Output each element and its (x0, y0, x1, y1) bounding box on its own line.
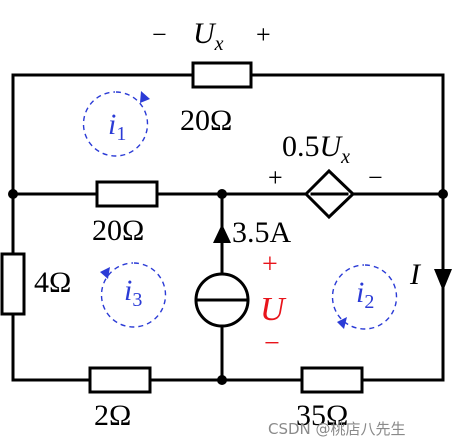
dependent-source-label: 0.5Ux (282, 130, 350, 168)
current-I-label: I (409, 258, 422, 291)
current-I-arrow-icon (434, 269, 452, 291)
current-source-value: 3.5A (232, 216, 292, 249)
resistor-left-label: 4Ω (34, 266, 71, 299)
loop-i2 (331, 264, 398, 330)
resistor-mid-label: 20Ω (92, 214, 144, 247)
loop-i3-label: i3 (124, 274, 142, 311)
loop-i1-label: i1 (108, 108, 126, 145)
dependent-source-plus: + (268, 163, 283, 192)
loop-i2-arrow-icon (337, 317, 347, 329)
wires (11, 73, 445, 382)
resistor-left-4ohm (0, 252, 26, 316)
current-source-arrow-head (213, 224, 231, 243)
ux-label: Ux (193, 17, 224, 55)
loop-i3-arrow-icon (100, 267, 110, 279)
resistor-top-20ohm (191, 61, 253, 89)
u-voltage-label: U (260, 291, 287, 328)
dependent-source-minus: − (368, 163, 383, 192)
resistor-bottom-left-label: 2Ω (94, 399, 131, 432)
loop-i2-label: i2 (356, 276, 374, 313)
loop-i3 (100, 262, 167, 328)
u-plus-sign: + (262, 249, 278, 280)
node-center-mid (217, 189, 227, 199)
resistor-bottom-right-label: 35Ω (296, 399, 348, 432)
loop-i1-arrow-icon (140, 91, 150, 103)
loop-i1 (82, 91, 150, 157)
ux-plus-sign: + (256, 20, 271, 49)
node-center-bottom (217, 375, 227, 385)
node-left-mid (8, 189, 18, 199)
u-minus-sign: − (264, 328, 280, 359)
resistor-bottom-2ohm (88, 366, 152, 394)
resistor-mid-20ohm (95, 180, 159, 208)
watermark: CSDN @桃店八先生 (268, 420, 406, 438)
node-right-mid (438, 189, 448, 199)
resistor-top-label: 20Ω (180, 104, 232, 137)
resistor-bottom-35ohm (300, 366, 364, 394)
ux-minus-sign: − (152, 20, 167, 49)
